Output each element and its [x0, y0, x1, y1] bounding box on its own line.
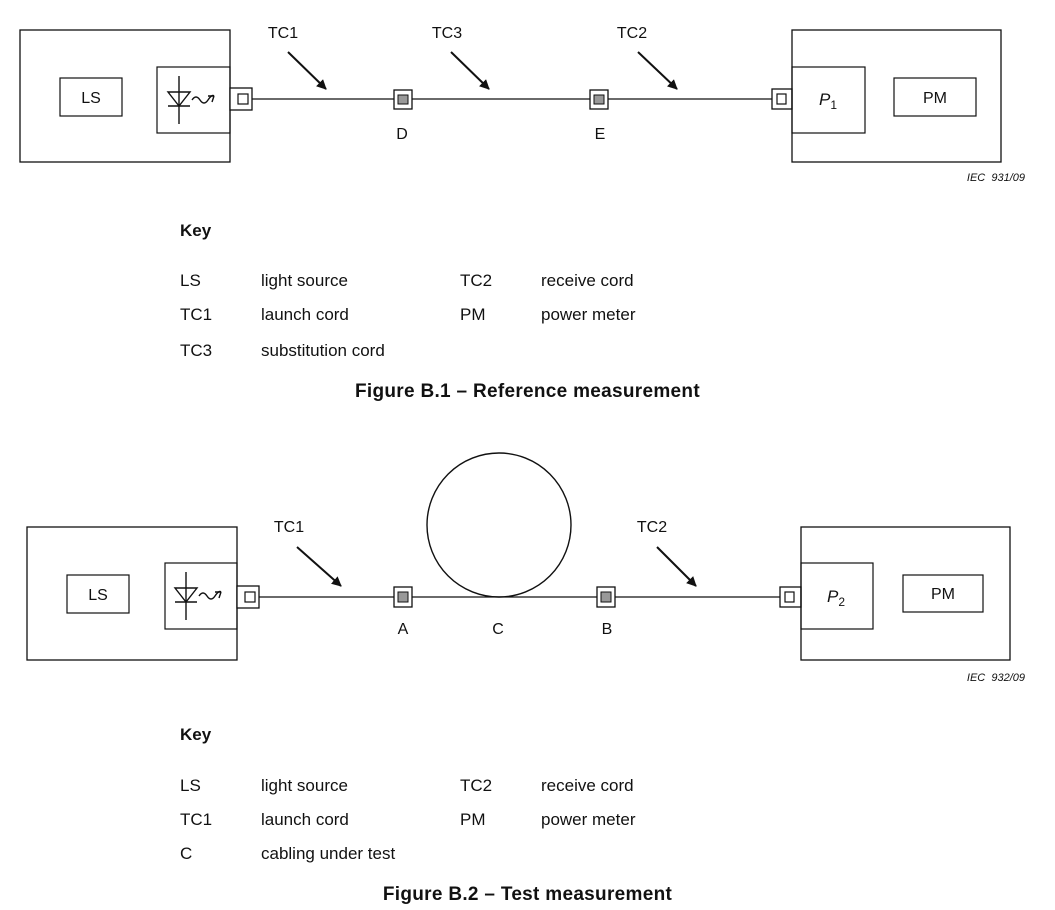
key-title: Key [180, 725, 212, 744]
figure-caption: Figure B.2 – Test measurement [382, 884, 673, 905]
light-source-unit [19, 29, 231, 163]
cord-tc2-label: TC2 [637, 519, 667, 536]
cord-tc3-arrow [450, 51, 490, 90]
connector-e-label: E [595, 126, 606, 143]
ls-box [66, 574, 130, 614]
detector-box [791, 66, 866, 134]
connector-d-icon [393, 89, 413, 110]
key-abbr: LS [180, 271, 201, 290]
key-desc: launch cord [261, 305, 349, 324]
key-abbr: TC1 [180, 305, 213, 324]
emitter-box [164, 562, 238, 630]
key-abbr: TC1 [180, 810, 213, 829]
connector-b-icon [596, 586, 616, 608]
connector-a-label: A [398, 621, 409, 638]
cabling-under-test-loop [426, 452, 572, 598]
connector-a-icon [393, 586, 413, 608]
connector-d-label: D [396, 126, 408, 143]
connector-b-label: B [602, 621, 613, 638]
key-abbr: PM [460, 810, 486, 829]
iec-reference: IEC 931/09 [967, 172, 1025, 184]
cord-tc1-label: TC1 [268, 25, 298, 42]
detector-label: P2 [827, 587, 845, 609]
meter-port-icon [779, 586, 802, 608]
pm-label: PM [923, 90, 947, 107]
figure-caption: Figure B.1 – Reference measurement [355, 381, 700, 402]
key-desc: receive cord [541, 271, 634, 290]
key-desc: power meter [541, 810, 636, 829]
key-desc: substitution cord [261, 341, 385, 360]
key-abbr: TC2 [460, 271, 493, 290]
source-port-icon [236, 585, 260, 609]
meter-port-icon [771, 88, 793, 110]
cord-tc1-arrow [287, 51, 327, 90]
key-abbr: C [180, 844, 193, 863]
key-abbr: PM [460, 305, 486, 324]
key-abbr: LS [180, 776, 201, 795]
connector-e-icon [589, 89, 609, 110]
key-desc: cabling under test [261, 844, 396, 863]
cord-tc2-label: TC2 [617, 25, 647, 42]
ls-box [59, 77, 123, 117]
cord-tc2-arrow [656, 546, 697, 587]
cord-tc2-arrow [637, 51, 678, 90]
key-title: Key [180, 221, 212, 240]
figure-b1-diagram: LS D E TC1 TC3 TC2 P1 PM IEC 93 [19, 25, 1025, 184]
figure-b2-diagram: LS A C B TC1 TC2 P2 PM IEC 932/09 [26, 452, 1025, 684]
key-desc: launch cord [261, 810, 349, 829]
cord-tc1-arrow [296, 546, 342, 587]
key-abbr: TC2 [460, 776, 493, 795]
detector-box [800, 562, 874, 630]
key-desc: receive cord [541, 776, 634, 795]
source-port-icon [229, 87, 253, 111]
detector-label: P1 [819, 90, 837, 112]
diode-icon [173, 572, 222, 620]
cord-tc1-label: TC1 [274, 519, 304, 536]
cord-tc3-label: TC3 [432, 25, 462, 42]
pm-box [893, 77, 977, 117]
iec-reference: IEC 932/09 [967, 672, 1025, 684]
cable-c-label: C [492, 621, 504, 638]
key-desc: light source [261, 271, 348, 290]
ls-label: LS [81, 90, 101, 107]
pm-box [902, 574, 984, 613]
key-desc: light source [261, 776, 348, 795]
diode-icon [166, 76, 215, 124]
emitter-box [156, 66, 231, 134]
ls-label: LS [88, 587, 108, 604]
key-abbr: TC3 [180, 341, 213, 360]
key-desc: power meter [541, 305, 636, 324]
pm-label: PM [931, 586, 955, 603]
